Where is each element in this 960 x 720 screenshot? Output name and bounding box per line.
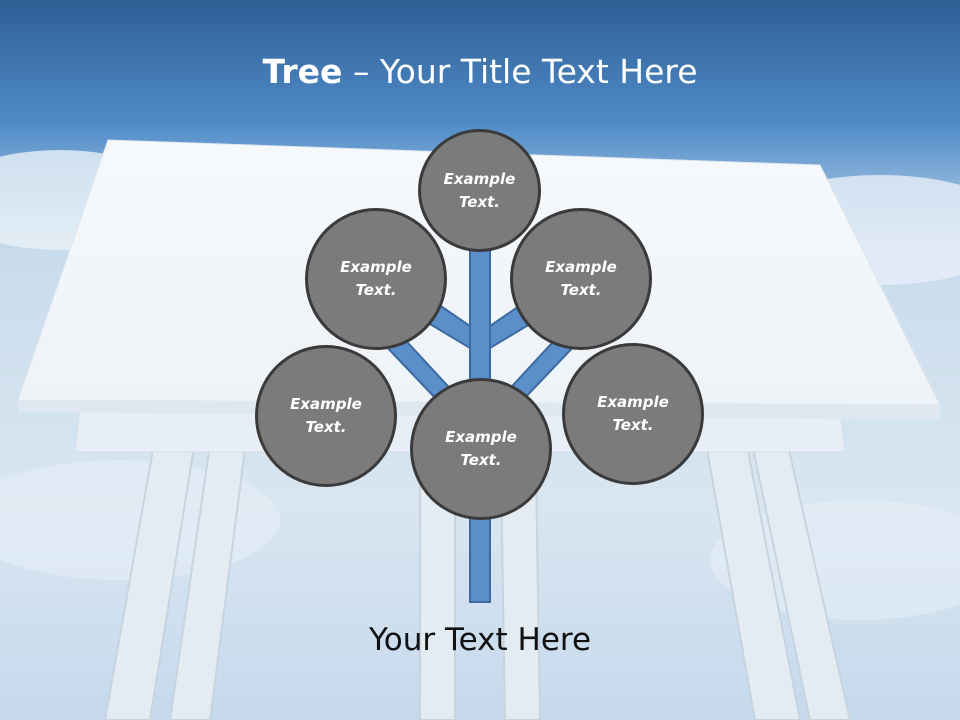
tree-node-top: Example Text. xyxy=(418,129,541,252)
tree-node-lower-right-label: Example Text. xyxy=(597,393,669,434)
tree-node-lower-left: Example Text. xyxy=(255,345,397,487)
tree-node-upper-left: Example Text. xyxy=(305,208,447,350)
tree-node-lower-right: Example Text. xyxy=(562,343,704,485)
tree-node-center: Example Text. xyxy=(410,378,552,520)
tree-node-top-label: Example Text. xyxy=(443,169,516,211)
title-bold: Tree xyxy=(262,52,343,91)
tree-node-upper-left-label: Example Text. xyxy=(340,258,412,299)
tree-node-lower-left-label: Example Text. xyxy=(290,395,362,436)
title-rest: – Your Title Text Here xyxy=(342,52,698,91)
footer-text: Your Text Here xyxy=(368,622,592,658)
tree-node-upper-right: Example Text. xyxy=(510,208,652,350)
tree-node-upper-right-label: Example Text. xyxy=(545,258,617,299)
slide-title: Tree – Your Title Text Here xyxy=(0,52,960,91)
tree-node-center-label: Example Text. xyxy=(445,428,517,469)
